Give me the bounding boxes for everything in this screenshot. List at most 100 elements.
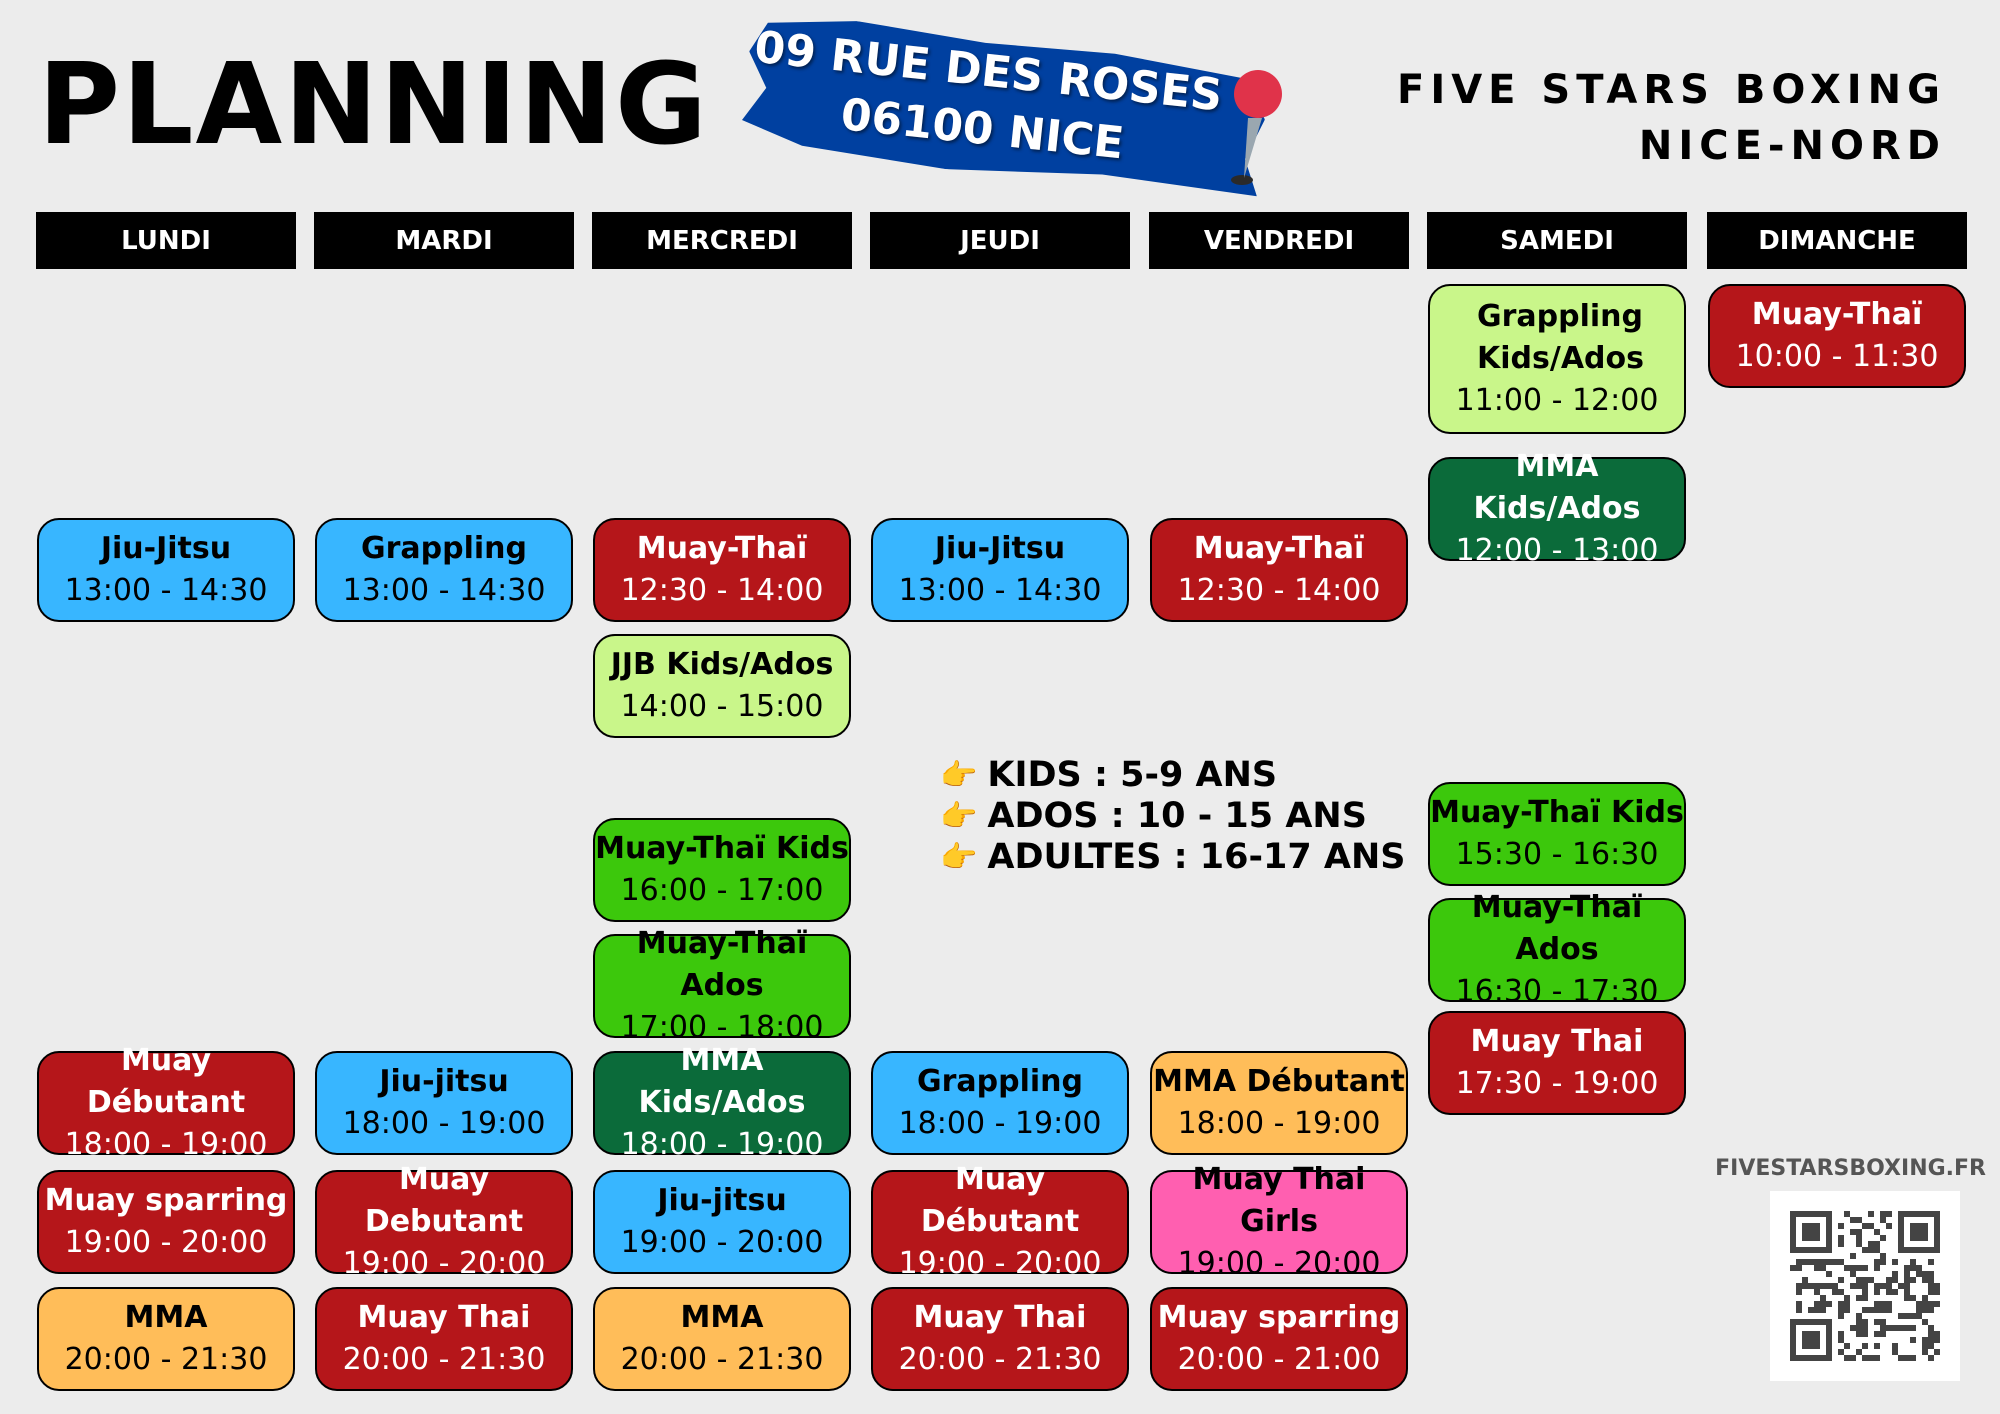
- class-card: Muay-Thaï 12:30 - 14:00: [1150, 518, 1408, 622]
- class-card: Muay-Thaï Kids 15:30 - 16:30: [1428, 782, 1686, 886]
- class-title: MMA Kids/Ados: [1473, 449, 1641, 526]
- class-time: 19:00 - 20:00: [64, 1225, 268, 1260]
- class-time: 16:00 - 17:00: [620, 873, 824, 908]
- legend-item: 👉ADULTES : 16-17 ANS: [940, 837, 1406, 877]
- class-title: Jiu-jitsu: [379, 1064, 509, 1099]
- class-time: 12:30 - 14:00: [620, 573, 824, 608]
- gym-name-line1: FIVE STARS BOXING: [1397, 67, 1946, 113]
- class-card: Muay Débutant 18:00 - 19:00: [37, 1043, 295, 1162]
- class-time: 19:00 - 20:00: [898, 1246, 1102, 1281]
- class-title: Muay-Thaï Kids: [1430, 795, 1684, 830]
- class-card: Muay-Thaï 12:30 - 14:00: [593, 518, 851, 622]
- class-time: 13:00 - 14:30: [342, 573, 546, 608]
- class-title: Muay-Thaï: [1193, 531, 1365, 566]
- class-title: Grappling: [916, 1064, 1083, 1099]
- class-title: Muay-Thaï Ados: [1471, 890, 1643, 967]
- class-card: Grappling Kids/Ados 11:00 - 12:00: [1428, 284, 1686, 434]
- class-title: Jiu-Jitsu: [100, 531, 232, 566]
- class-time: 14:00 - 15:00: [620, 689, 824, 724]
- class-title: Muay-Thaï Kids: [595, 831, 849, 866]
- class-card: Muay Thai 17:30 - 19:00: [1428, 1011, 1686, 1115]
- class-card: MMA 20:00 - 21:30: [37, 1287, 295, 1391]
- class-time: 18:00 - 19:00: [898, 1106, 1102, 1141]
- class-title: Muay Débutant: [920, 1162, 1080, 1239]
- class-time: 12:00 - 13:00: [1455, 533, 1659, 568]
- class-card: Muay-Thaï Ados 17:00 - 18:00: [593, 926, 851, 1045]
- class-title: Muay Thai Girls: [1192, 1162, 1366, 1239]
- class-time: 11:00 - 12:00: [1455, 383, 1659, 418]
- class-time: 18:00 - 19:00: [64, 1127, 268, 1162]
- class-time: 20:00 - 21:30: [620, 1342, 824, 1377]
- class-title: Muay Thai: [357, 1300, 531, 1335]
- class-time: 20:00 - 21:30: [342, 1342, 546, 1377]
- class-time: 18:00 - 19:00: [620, 1127, 824, 1162]
- day-header-mercredi: MERCREDI: [592, 212, 852, 269]
- day-header-jeudi: JEUDI: [870, 212, 1130, 269]
- day-header-mardi: MARDI: [314, 212, 574, 269]
- day-header-vendredi: VENDREDI: [1149, 212, 1409, 269]
- day-header-samedi: SAMEDI: [1427, 212, 1687, 269]
- class-card: MMA 20:00 - 21:30: [593, 1287, 851, 1391]
- pointing-hand-icon: 👉: [940, 799, 978, 834]
- class-card: Muay-Thaï Ados 16:30 - 17:30: [1428, 890, 1686, 1009]
- day-header-lundi: LUNDI: [36, 212, 296, 269]
- class-time: 19:00 - 20:00: [1177, 1246, 1381, 1281]
- class-time: 20:00 - 21:30: [64, 1342, 268, 1377]
- class-time: 12:30 - 14:00: [1177, 573, 1381, 608]
- class-card: JJB Kids/Ados 14:00 - 15:00: [593, 634, 851, 738]
- class-card: Muay Débutant 19:00 - 20:00: [871, 1162, 1129, 1281]
- class-title: Jiu-Jitsu: [934, 531, 1066, 566]
- class-time: 19:00 - 20:00: [620, 1225, 824, 1260]
- class-title: Muay Thai: [913, 1300, 1087, 1335]
- class-title: Jiu-jitsu: [657, 1183, 787, 1218]
- class-title: Muay sparring: [1157, 1300, 1401, 1335]
- class-title: JJB Kids/Ados: [610, 647, 834, 682]
- class-time: 20:00 - 21:00: [1177, 1342, 1381, 1377]
- class-title: Muay-Thaï: [1751, 297, 1923, 332]
- class-time: 17:00 - 18:00: [620, 1010, 824, 1045]
- qr-code[interactable]: [1770, 1191, 1960, 1381]
- class-time: 18:00 - 19:00: [1177, 1106, 1381, 1141]
- class-title: Muay-Thaï Ados: [636, 926, 808, 1003]
- age-legend: 👉KIDS : 5-9 ANS 👉ADOS : 10 - 15 ANS 👉ADU…: [940, 755, 1406, 878]
- class-card: Muay-Thaï Kids 16:00 - 17:00: [593, 818, 851, 922]
- class-card: Muay sparring 19:00 - 20:00: [37, 1170, 295, 1274]
- day-header-dimanche: DIMANCHE: [1707, 212, 1967, 269]
- class-time: 17:30 - 19:00: [1455, 1066, 1659, 1101]
- class-title: Muay Thai: [1470, 1024, 1644, 1059]
- class-card: Jiu-jitsu 19:00 - 20:00: [593, 1170, 851, 1274]
- class-card: Muay sparring 20:00 - 21:00: [1150, 1287, 1408, 1391]
- class-card: Muay-Thaï 10:00 - 11:30: [1708, 284, 1966, 388]
- class-title: Grappling Kids/Ados: [1477, 299, 1644, 376]
- map-pin-icon: [1231, 70, 1282, 185]
- pointing-hand-icon: 👉: [940, 840, 978, 875]
- class-time: 16:30 - 17:30: [1455, 974, 1659, 1009]
- class-card: MMA Débutant 18:00 - 19:00: [1150, 1051, 1408, 1155]
- class-time: 20:00 - 21:30: [898, 1342, 1102, 1377]
- class-title: Muay sparring: [44, 1183, 288, 1218]
- class-card: Grappling 13:00 - 14:30: [315, 518, 573, 622]
- class-title: Muay Debutant: [364, 1162, 524, 1239]
- address-banner: 09 RUE DES ROSES 06100 NICE: [738, 0, 1272, 212]
- website-link[interactable]: FIVESTARSBOXING.FR: [1715, 1156, 1986, 1181]
- page-title: PLANNING: [38, 40, 709, 170]
- class-title: MMA Débutant: [1153, 1064, 1405, 1099]
- class-title: Muay-Thaï: [636, 531, 808, 566]
- class-card: Muay Thai 20:00 - 21:30: [315, 1287, 573, 1391]
- class-card: Muay Thai 20:00 - 21:30: [871, 1287, 1129, 1391]
- class-title: Muay Débutant: [86, 1043, 246, 1120]
- class-card: Jiu-Jitsu 13:00 - 14:30: [37, 518, 295, 622]
- class-time: 13:00 - 14:30: [64, 573, 268, 608]
- class-card: MMA Kids/Ados 12:00 - 13:00: [1428, 449, 1686, 568]
- class-title: Grappling: [360, 531, 527, 566]
- class-title: MMA: [680, 1300, 764, 1335]
- class-title: MMA: [124, 1300, 208, 1335]
- class-card: Grappling 18:00 - 19:00: [871, 1051, 1129, 1155]
- class-time: 15:30 - 16:30: [1455, 837, 1659, 872]
- class-time: 10:00 - 11:30: [1735, 339, 1939, 374]
- class-card: Muay Thai Girls 19:00 - 20:00: [1150, 1162, 1408, 1281]
